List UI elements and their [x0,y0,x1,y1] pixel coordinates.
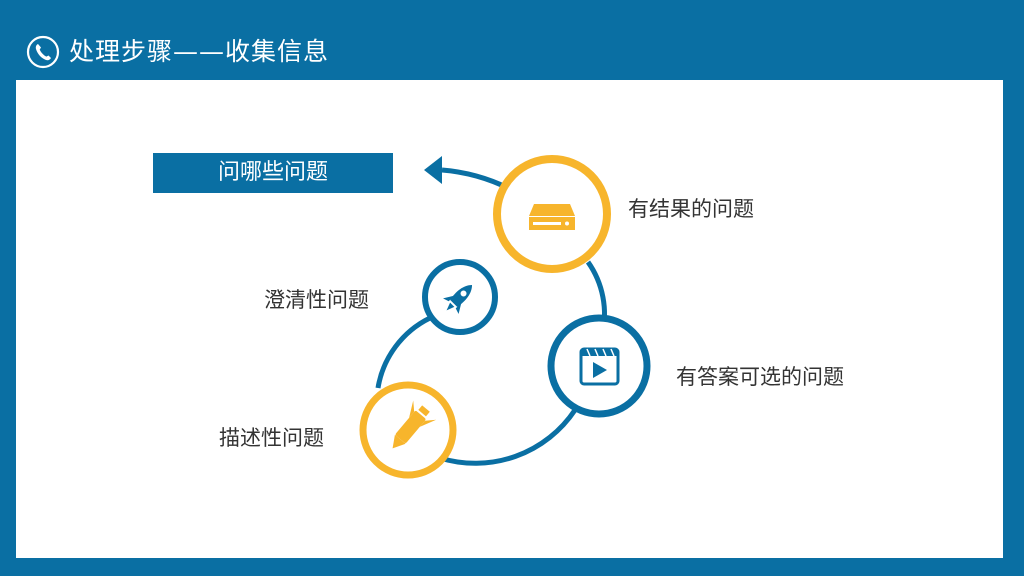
page-title: 处理步骤——收集信息 [69,37,330,66]
node-clarify [422,259,498,335]
node-descriptive [359,381,457,479]
drive-icon [529,204,575,230]
cycle-arc-left [375,315,432,389]
phone-icon [26,35,60,69]
start-label-box: 问哪些问题 [153,153,393,193]
node-label-descriptive: 描述性问题 [219,426,324,450]
cycle-arc-bottom [439,408,578,466]
node-label-result: 有结果的问题 [628,197,754,221]
video-play-icon [579,347,620,386]
node-choice [547,314,651,418]
missile-icon [392,400,437,449]
node-label-choice: 有答案可选的问题 [676,365,844,389]
node-result [493,155,611,273]
header-bar: 处理步骤——收集信息 [0,0,1024,80]
node-label-clarify: 澄清性问题 [264,288,369,312]
arrow-head [424,156,442,184]
rocket-icon [443,284,473,314]
